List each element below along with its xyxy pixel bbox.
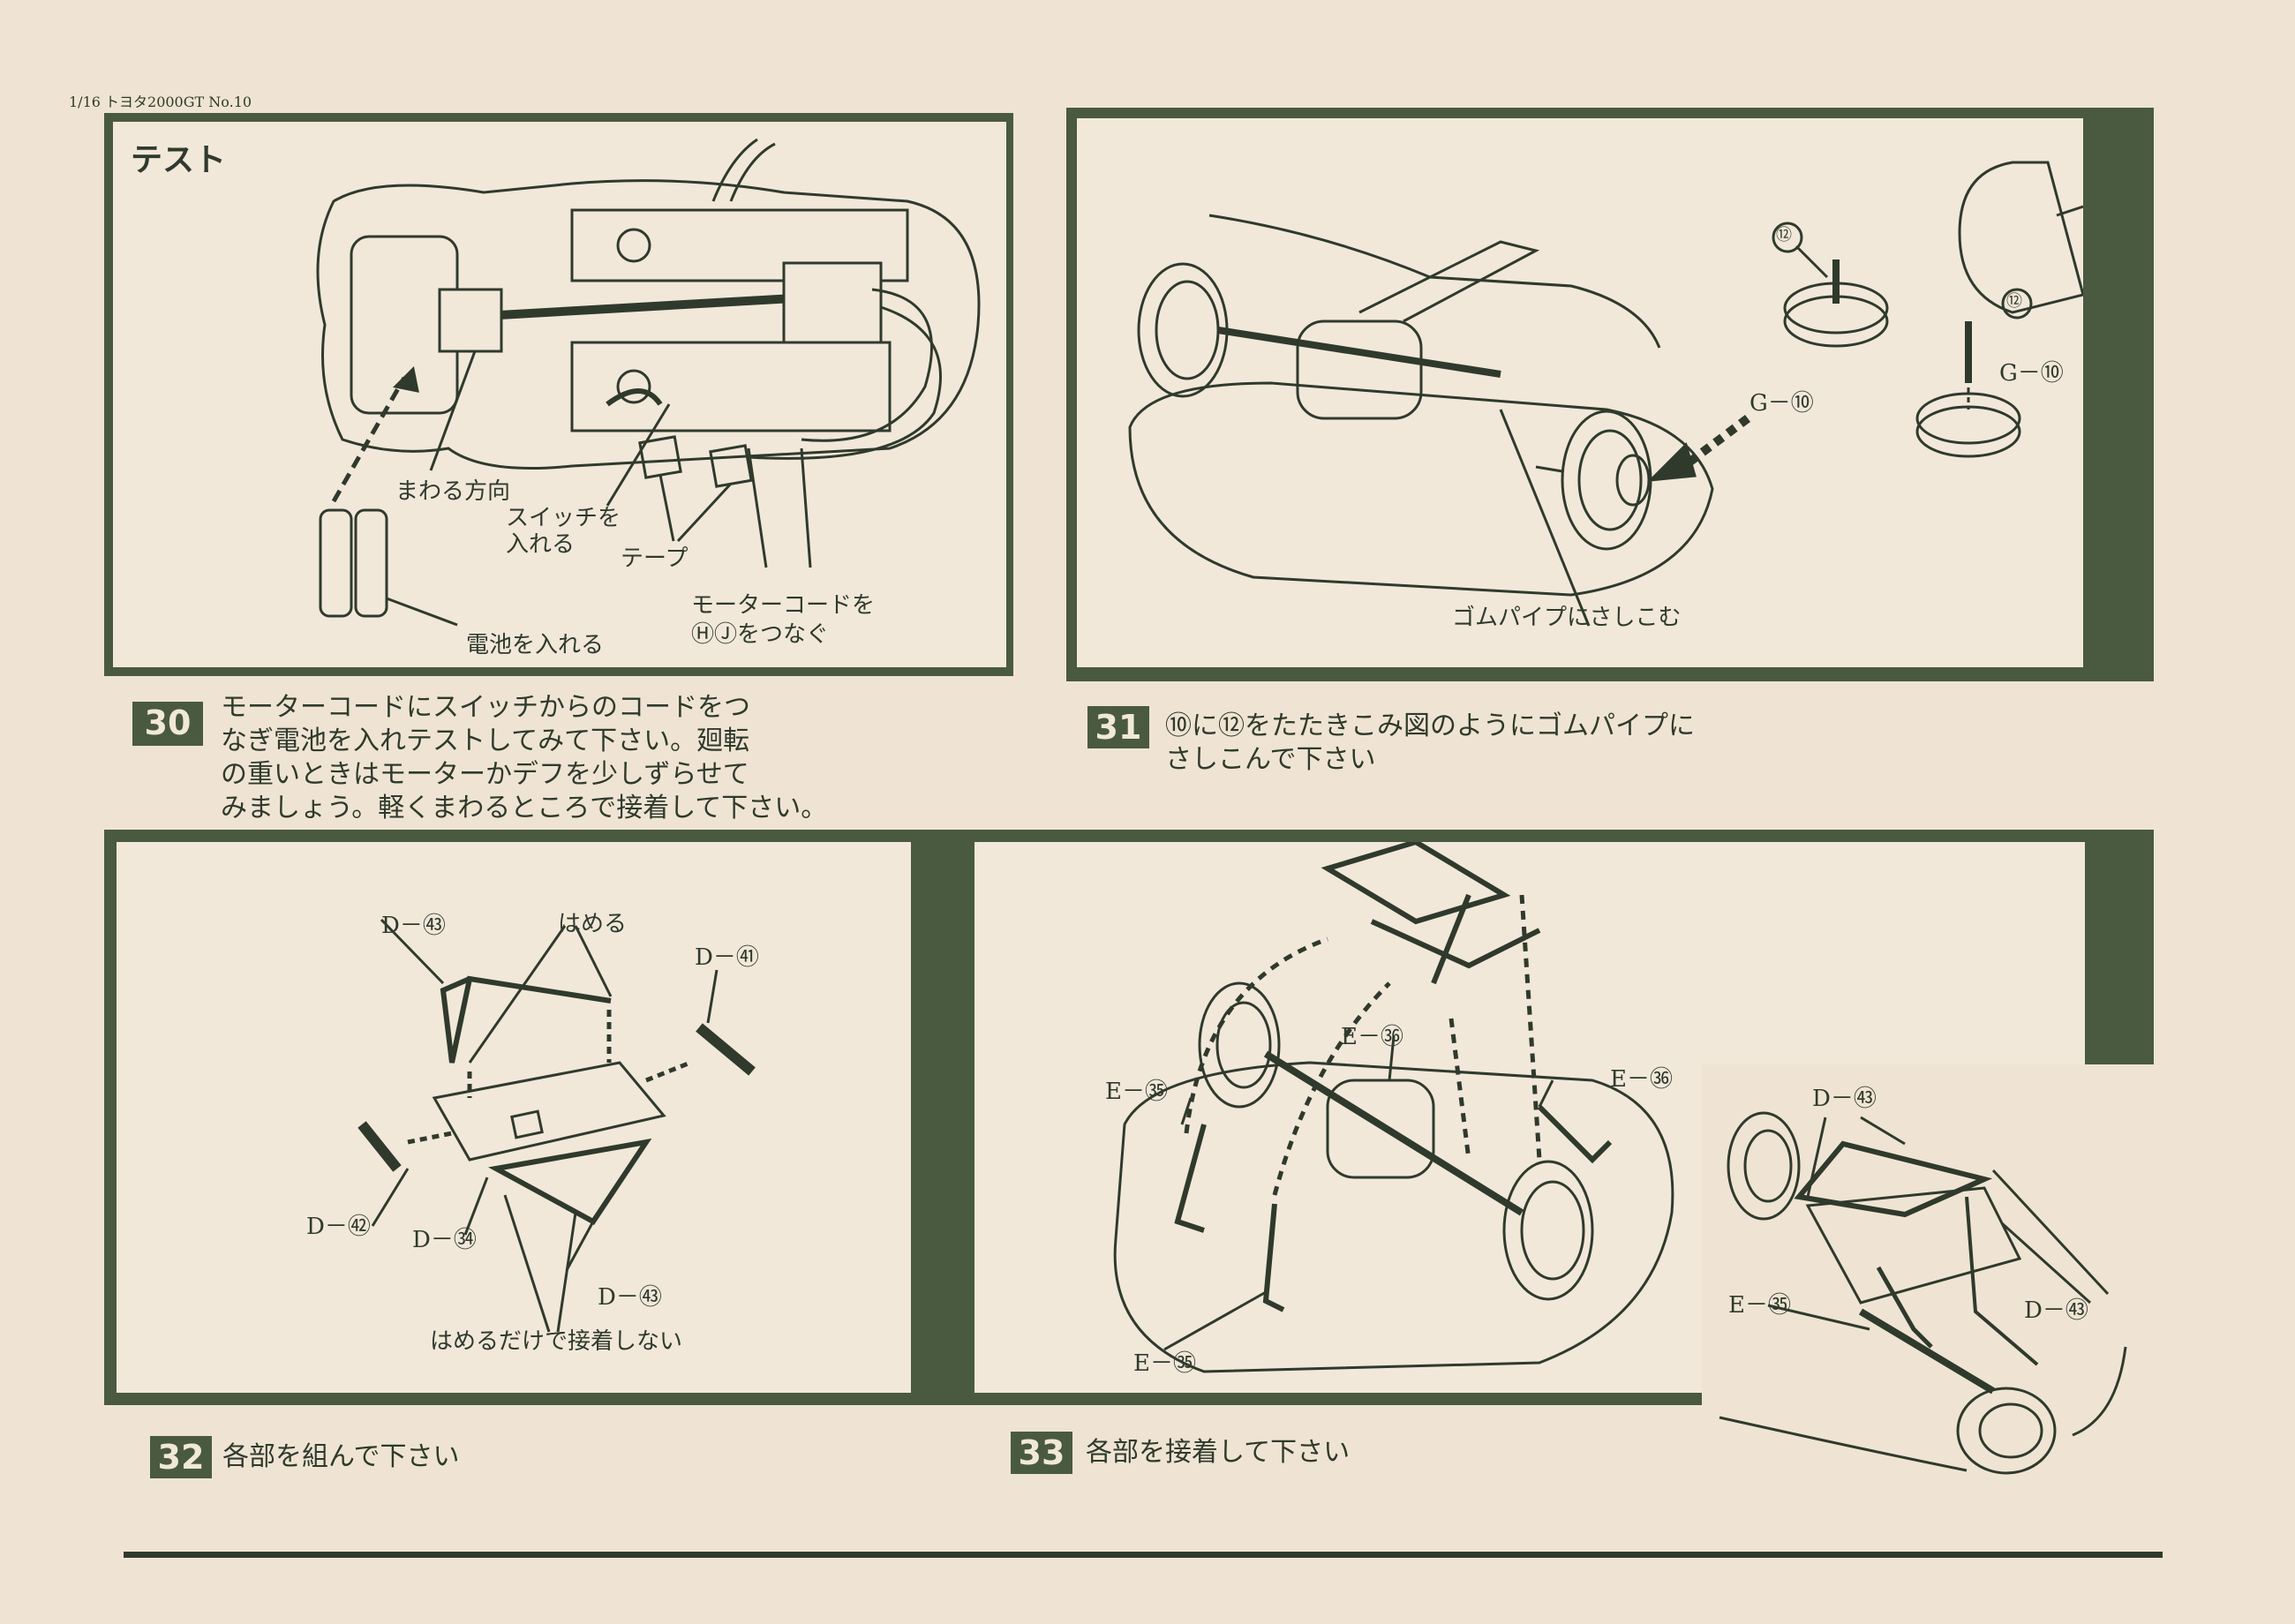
label-g-107-right: G－⑩ bbox=[1999, 360, 2064, 387]
label-rotation-direction: まわる方向 bbox=[395, 478, 511, 505]
panel-30-title: テスト bbox=[131, 142, 227, 178]
label-e36-top: E－㊱ bbox=[1341, 1024, 1403, 1050]
label-d43-top: D－㊸ bbox=[381, 913, 446, 939]
step-30-number: 30 bbox=[132, 702, 203, 746]
label-e35-bottom: E－㉟ bbox=[1133, 1350, 1196, 1377]
panel-30: テスト bbox=[113, 122, 1006, 667]
suspension-assembly-illustration bbox=[1113, 842, 1674, 1373]
chassis-test-illustration bbox=[316, 138, 981, 627]
finished-suspension-illustration bbox=[1719, 1111, 2127, 1475]
step-31-number: 31 bbox=[1087, 706, 1149, 748]
step-30-text: モーターコードにスイッチからのコードをつ なぎ電池を入れテストしてみて下さい。廻… bbox=[221, 692, 828, 823]
label-d42: D－㊷ bbox=[306, 1214, 371, 1240]
label-part-122-a: ⑫ bbox=[1776, 226, 1792, 244]
label-d34: D－㉞ bbox=[412, 1227, 477, 1253]
step-31-text: ⑩に⑫をたたきこみ図のようにゴムパイプに さしこんで下さい bbox=[1165, 710, 1695, 775]
label-d43-inset-right: D－㊸ bbox=[2024, 1297, 2088, 1324]
label-e36-right: E－㊱ bbox=[1610, 1066, 1673, 1093]
label-part-122-b: ⑫ bbox=[2006, 292, 2022, 311]
step-32-number: 32 bbox=[150, 1436, 212, 1478]
label-motor-cord-2: ⒽⒿをつなぐ bbox=[691, 621, 830, 648]
label-d43-bottom: D－㊸ bbox=[598, 1284, 662, 1311]
label-g-107-left: G－⑩ bbox=[1749, 390, 1814, 417]
step-32-text: 各部を組んで下さい bbox=[222, 1441, 460, 1472]
chassis-frame-parts-illustration bbox=[357, 918, 756, 1333]
bottom-rule bbox=[124, 1552, 2163, 1558]
label-d41: D－㊶ bbox=[695, 944, 759, 971]
panel-32: D－㊸ はめる D－㊶ D－㊷ D－㉞ D－㊸ はめるだけで接着しない bbox=[117, 842, 911, 1393]
label-tape: テープ bbox=[621, 545, 688, 572]
label-d43-inset-top: D－㊸ bbox=[1812, 1086, 1877, 1112]
label-motor-cord-1: モーターコードを bbox=[691, 592, 876, 619]
step-33-text: 各部を接着して下さい bbox=[1086, 1437, 1351, 1468]
label-e35-inset: E－㉟ bbox=[1728, 1292, 1791, 1319]
label-switch-on-2: 入れる bbox=[506, 531, 576, 558]
label-e35-left: E－㉟ bbox=[1105, 1079, 1168, 1105]
step-33-number: 33 bbox=[1011, 1432, 1072, 1474]
label-rubber-pipe: ゴムパイプにさしこむ bbox=[1452, 605, 1682, 631]
panel-31: ⑫ ⑫ G－⑩ G－⑩ ゴムパイプにさしこむ bbox=[1077, 118, 2083, 667]
page-header: 1/16 トヨタ2000GT No.10 bbox=[69, 94, 252, 110]
rear-axle-wheel-illustration bbox=[1128, 161, 2083, 627]
label-insert-battery: 電池を入れる bbox=[466, 632, 605, 658]
label-fit-no-glue: はめるだけで接着しない bbox=[430, 1328, 683, 1355]
panel-33-inset: D－㊸ E－㉟ D－㊸ bbox=[1702, 1064, 2154, 1624]
label-fit: はめる bbox=[558, 911, 628, 937]
label-switch-on-1: スイッチを bbox=[506, 505, 621, 531]
